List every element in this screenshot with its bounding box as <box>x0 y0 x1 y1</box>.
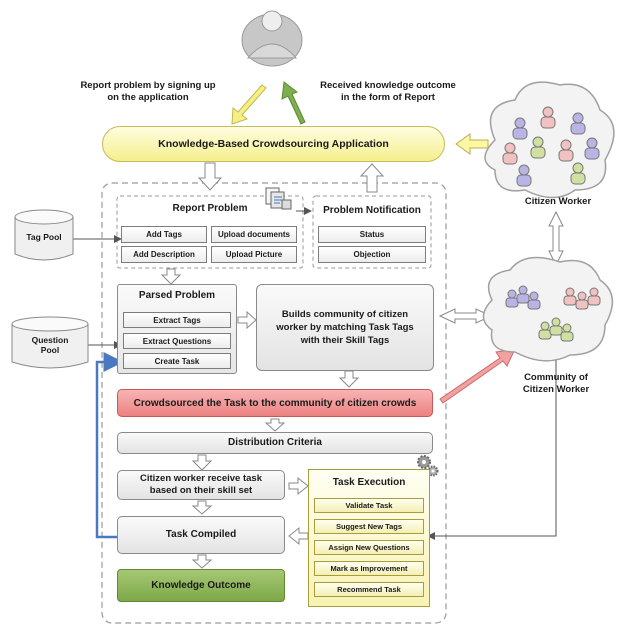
arrow-cloud-cloud <box>548 210 564 267</box>
citizen-worker-cloud <box>484 81 615 199</box>
create-task-item: Create Task <box>123 353 231 369</box>
upload-picture-item: Upload Picture <box>211 246 297 263</box>
documents-icon <box>265 187 292 210</box>
arrow-app-to-user <box>281 81 306 125</box>
suggest-new-tags-item: Suggest New Tags <box>314 519 424 534</box>
citizen-receive-box: Citizen worker receive task based on the… <box>117 470 285 500</box>
community-cloud <box>482 256 614 362</box>
tag-pool-label: Tag Pool <box>26 232 62 242</box>
tag-pool-cylinder <box>14 209 74 261</box>
question-pool-label: Question Pool <box>31 335 69 355</box>
citizen-worker-label: Citizen Worker <box>524 196 592 207</box>
app-title-bar: Knowledge-Based Crowdsourcing Applicatio… <box>102 126 445 162</box>
validate-task-item: Validate Task <box>314 498 424 513</box>
status-item: Status <box>318 226 426 243</box>
received-outcome-label: Received knowledge outcome in the form o… <box>320 80 456 103</box>
gears-icon <box>417 455 439 477</box>
arrow-app-to-report <box>197 162 223 191</box>
report-problem-title: Report Problem <box>172 203 248 214</box>
arrow-notification-to-app <box>359 163 385 193</box>
add-description-item: Add Description <box>121 246 207 263</box>
process-boundary <box>101 182 447 624</box>
report-problem-group <box>116 195 304 269</box>
extract-tags-item: Extract Tags <box>123 312 231 328</box>
feedback-loop-line <box>95 352 124 539</box>
add-tags-item: Add Tags <box>121 226 207 243</box>
problem-notification-title: Problem Notification <box>323 205 421 216</box>
community-citizen-worker-label: Community of Citizen Worker <box>522 372 590 395</box>
arrow-crowdsourced-to-community <box>439 348 516 404</box>
problem-notification-group <box>312 195 432 269</box>
community-feedback-link <box>427 346 557 540</box>
report-signup-label: Report problem by signing up on the appl… <box>80 80 216 103</box>
task-compiled-box: Task Compiled <box>117 516 285 554</box>
arrow-user-to-app <box>231 84 267 125</box>
assign-new-questions-item: Assign New Questions <box>314 540 424 555</box>
knowledge-outcome-box: Knowledge Outcome <box>117 569 285 602</box>
question-pool-cylinder <box>11 316 89 369</box>
task-execution-title: Task Execution <box>332 477 406 488</box>
builds-community-box: Builds community of citizen worker by ma… <box>256 284 434 371</box>
objection-item: Objection <box>318 246 426 263</box>
crowdsourced-task-bar: Crowdsourced the Task to the community o… <box>117 389 433 417</box>
extract-questions-item: Extract Questions <box>123 333 231 349</box>
distribution-criteria-bar: Distribution Criteria <box>117 432 433 454</box>
recommend-task-item: Recommend Task <box>314 582 424 597</box>
parsed-problem-title: Parsed Problem <box>138 290 216 301</box>
mark-as-improvement-item: Mark as Improvement <box>314 561 424 576</box>
arrow-cloud-to-app <box>455 133 489 155</box>
upload-documents-item: Upload documents <box>211 226 297 243</box>
user-icon <box>241 10 303 67</box>
